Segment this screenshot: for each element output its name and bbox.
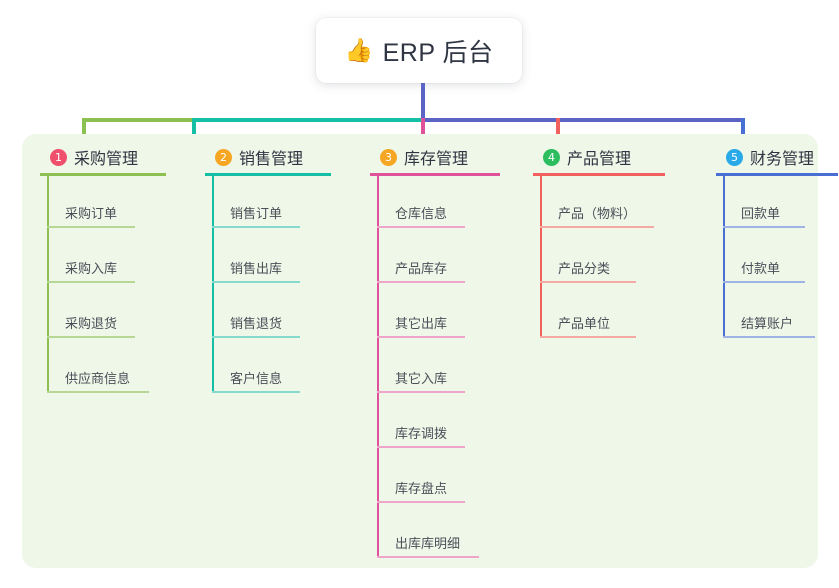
- branch-item[interactable]: 供应商信息: [47, 338, 149, 393]
- branch-item-rule: [540, 281, 636, 283]
- branch-item-label: 销售退货: [230, 316, 283, 331]
- branch-item[interactable]: 库存调拨: [377, 393, 465, 448]
- branch-number-badge: 5: [726, 148, 743, 166]
- branch-item-rule: [377, 281, 465, 283]
- branch-title: 采购管理: [74, 151, 139, 168]
- segment-green: [82, 118, 192, 122]
- branch-header-4[interactable]: 4 产品管理: [543, 145, 631, 169]
- branch-item[interactable]: 仓库信息: [377, 173, 465, 228]
- segment-purple: [421, 118, 741, 122]
- branch-item[interactable]: 销售退货: [212, 283, 300, 338]
- branch-item-rule: [723, 281, 805, 283]
- branch-stem: [540, 173, 542, 338]
- branch-number-badge: 4: [543, 148, 560, 166]
- branch-item-label: 库存盘点: [395, 481, 448, 496]
- branch-header-rule: [716, 173, 838, 176]
- branch-item-label: 产品单位: [558, 316, 611, 331]
- branch-item-label: 回款单: [741, 206, 781, 221]
- branch-stem: [212, 173, 214, 393]
- branches-panel: 1 采购管理采购订单采购入库采购退货供应商信息 2 销售管理销售订单销售出库销售退货客…: [22, 134, 838, 568]
- branch-item-label: 出库库明细: [395, 536, 461, 551]
- branch-item-rule: [377, 336, 465, 338]
- branch-item[interactable]: 客户信息: [212, 338, 300, 393]
- branch-title: 销售管理: [239, 151, 304, 168]
- branch-stem: [723, 173, 725, 338]
- branch-item[interactable]: 回款单: [723, 173, 805, 228]
- root-node-label: 👍 ERP 后台: [344, 33, 493, 69]
- branch-header-1[interactable]: 1 采购管理: [50, 145, 138, 169]
- branch-stem: [47, 173, 49, 393]
- branch-item[interactable]: 产品分类: [540, 228, 636, 283]
- branch-item-rule: [377, 446, 465, 448]
- branch-header-3[interactable]: 3 库存管理: [380, 145, 468, 169]
- branch-item-label: 其它入库: [395, 371, 448, 386]
- branch-item-label: 销售订单: [230, 206, 283, 221]
- branch-title: 库存管理: [404, 151, 469, 168]
- branch-header-rule: [533, 173, 665, 176]
- branch-item-label: 采购退货: [65, 316, 118, 331]
- root-title: ERP 后台: [382, 38, 494, 67]
- branch-stem: [377, 173, 379, 558]
- branch-item-rule: [47, 391, 149, 393]
- branch-item[interactable]: 其它出库: [377, 283, 465, 338]
- branch-item-rule: [212, 336, 300, 338]
- branch-item-label: 其它出库: [395, 316, 448, 331]
- branch-item-rule: [212, 226, 300, 228]
- branch-item[interactable]: 采购入库: [47, 228, 135, 283]
- branch-item-rule: [723, 336, 815, 338]
- branch-item-rule: [377, 556, 479, 558]
- branch-item-label: 客户信息: [230, 371, 283, 386]
- branch-item-rule: [377, 391, 465, 393]
- branch-item[interactable]: 销售出库: [212, 228, 300, 283]
- branch-item-rule: [723, 226, 805, 228]
- branch-header-5[interactable]: 5 财务管理: [726, 145, 814, 169]
- branch-item[interactable]: 采购订单: [47, 173, 135, 228]
- branch-item-label: 采购订单: [65, 206, 118, 221]
- branch-item-label: 产品库存: [395, 261, 448, 276]
- branch-header-rule: [205, 173, 331, 176]
- branch-item-rule: [540, 226, 654, 228]
- branch-item[interactable]: 库存盘点: [377, 448, 465, 503]
- branch-item-rule: [212, 281, 300, 283]
- branch-title: 财务管理: [750, 151, 815, 168]
- branch-item-label: 销售出库: [230, 261, 283, 276]
- branch-item-label: 库存调拨: [395, 426, 448, 441]
- branch-item-label: 结算账户: [741, 316, 794, 331]
- root-stem-connector: [421, 83, 425, 120]
- branch-item-label: 产品（物料）: [558, 206, 637, 221]
- branch-item[interactable]: 产品单位: [540, 283, 636, 338]
- branch-item-rule: [47, 226, 135, 228]
- branch-item-label: 付款单: [741, 261, 781, 276]
- branch-item[interactable]: 产品（物料）: [540, 173, 654, 228]
- branch-item[interactable]: 出库库明细: [377, 503, 479, 558]
- branch-header-rule: [370, 173, 500, 176]
- branch-item-rule: [540, 336, 636, 338]
- branch-item-rule: [47, 281, 135, 283]
- branch-item-label: 仓库信息: [395, 206, 448, 221]
- branch-item-rule: [377, 501, 465, 503]
- branch-item[interactable]: 采购退货: [47, 283, 135, 338]
- branch-item[interactable]: 产品库存: [377, 228, 465, 283]
- segment-teal: [192, 118, 421, 122]
- root-node[interactable]: 👍 ERP 后台: [316, 18, 522, 83]
- thumbs-up-icon: 👍: [344, 37, 374, 63]
- branch-header-2[interactable]: 2 销售管理: [215, 145, 303, 169]
- branch-item[interactable]: 其它入库: [377, 338, 465, 393]
- branch-item-label: 产品分类: [558, 261, 611, 276]
- branch-item-rule: [212, 391, 300, 393]
- branch-title: 产品管理: [567, 151, 632, 168]
- branch-number-badge: 3: [380, 148, 397, 166]
- branch-item[interactable]: 付款单: [723, 228, 805, 283]
- branch-item-label: 供应商信息: [65, 371, 131, 386]
- branch-number-badge: 1: [50, 148, 67, 166]
- branch-item-label: 采购入库: [65, 261, 118, 276]
- branch-item-rule: [47, 336, 135, 338]
- branch-header-rule: [40, 173, 166, 176]
- branch-item-rule: [377, 226, 465, 228]
- branch-item[interactable]: 销售订单: [212, 173, 300, 228]
- branch-item[interactable]: 结算账户: [723, 283, 815, 338]
- branch-number-badge: 2: [215, 148, 232, 166]
